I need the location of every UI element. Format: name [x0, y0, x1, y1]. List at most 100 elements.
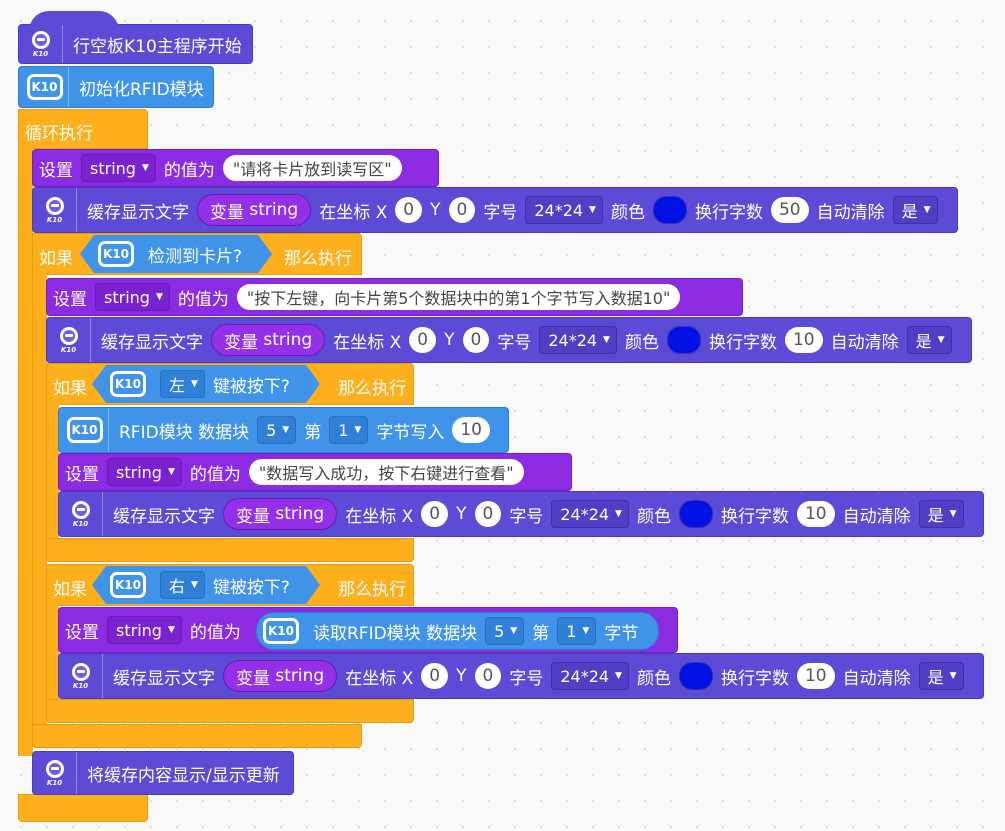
k10-icon: K10 [263, 618, 299, 644]
block-dropdown[interactable]: 5▼ [485, 617, 525, 645]
x-label: 在坐标 X [319, 202, 388, 223]
x-input[interactable]: 0 [421, 501, 449, 527]
cache-text-label: 缓存显示文字 [87, 202, 189, 223]
cache-display-block[interactable]: K10 缓存显示文字 变量 string 在坐标 X 0 Y 0 字号 24*2… [32, 187, 958, 233]
color-swatch[interactable] [678, 662, 713, 690]
set-label: 设置 [65, 622, 99, 643]
refresh-display-block[interactable]: K10 将缓存内容显示/显示更新 [32, 751, 294, 795]
rfid-read-label: 读取RFID模块 数据块 [313, 623, 478, 644]
k10-icon: K10 [61, 408, 109, 452]
set-variable-block[interactable]: 设置 string▼ 的值为 " 请将卡片放到读写区 " [32, 149, 439, 187]
variable-dropdown[interactable]: string▼ [81, 154, 156, 182]
x-input[interactable]: 0 [395, 197, 423, 223]
y-label: Y [444, 330, 455, 350]
set-label: 设置 [53, 289, 87, 310]
if-label: 如果 [39, 249, 73, 269]
auto-clear-dropdown[interactable]: 是▼ [918, 662, 964, 690]
color-label: 颜色 [636, 668, 671, 689]
auto-clear-dropdown[interactable]: 是▼ [918, 500, 964, 528]
color-label: 颜色 [636, 506, 671, 527]
then-label: 那么执行 [338, 580, 406, 600]
cache-text-label: 缓存显示文字 [113, 506, 215, 527]
button-dropdown[interactable]: 右▼ [160, 571, 205, 599]
cache-display-block[interactable]: K10 缓存显示文字 变量 string 在坐标 X 0 Y 0 字号 24*2… [46, 317, 972, 363]
font-dropdown[interactable]: 24*24▼ [551, 662, 629, 690]
k10-icon: K10 [98, 241, 134, 267]
hat-top [29, 11, 119, 31]
color-swatch[interactable] [666, 326, 701, 354]
k10-board-icon: K10 [33, 188, 77, 232]
y-input[interactable]: 0 [474, 663, 502, 689]
start-hat-block[interactable]: K10 行空板K10主程序开始 [18, 11, 253, 64]
init-rfid-block[interactable]: K10 初始化RFID模块 [18, 66, 214, 108]
rfid-write-block[interactable]: K10 RFID模块 数据块 5▼ 第 1▼ 字节写入 10 [58, 407, 509, 453]
color-swatch[interactable] [678, 500, 713, 528]
variable-reporter[interactable]: 变量 string [223, 660, 338, 692]
y-input[interactable]: 0 [462, 327, 490, 353]
y-label: Y [456, 666, 467, 686]
rfid-block-label: RFID模块 数据块 [119, 422, 250, 443]
k10-board-icon: K10 [59, 654, 103, 698]
variable-reporter[interactable]: 变量 string [223, 498, 338, 530]
x-input[interactable]: 0 [421, 663, 449, 689]
byte-dropdown[interactable]: 1▼ [329, 416, 369, 444]
auto-clear-dropdown[interactable]: 是▼ [892, 196, 938, 224]
byte-dropdown[interactable]: 1▼ [557, 617, 597, 645]
font-dropdown[interactable]: 24*24▼ [539, 326, 617, 354]
wrap-input[interactable]: 10 [784, 327, 823, 353]
loop-block[interactable]: 循环执行 [18, 109, 148, 149]
value-of-label: 的值为 [163, 160, 215, 181]
if-right-arm [46, 605, 59, 700]
button-dropdown[interactable]: 左▼ [160, 370, 205, 398]
auto-clear-label: 自动清除 [830, 332, 899, 353]
font-dropdown[interactable]: 24*24▼ [551, 500, 629, 528]
variable-dropdown[interactable]: string▼ [107, 458, 182, 486]
y-input[interactable]: 0 [474, 501, 502, 527]
wrap-input[interactable]: 50 [770, 197, 809, 223]
set-variable-block[interactable]: 设置 string▼ 的值为 " 数据写入成功，按下右键进行查看 " [58, 453, 572, 491]
string-input[interactable]: " 数据写入成功，按下右键进行查看 " [248, 459, 524, 485]
if-label: 如果 [53, 379, 87, 399]
write-value-input[interactable]: 10 [452, 417, 490, 443]
cache-display-block[interactable]: K10 缓存显示文字 变量 string 在坐标 X 0 Y 0 字号 24*2… [58, 653, 984, 699]
start-label: 行空板K10主程序开始 [73, 36, 242, 57]
x-label: 在坐标 X [345, 668, 414, 689]
detect-card-condition[interactable]: K10 检测到卡片? [80, 235, 272, 273]
loop-foot [18, 794, 148, 822]
k10-board-icon: K10 [59, 492, 103, 536]
variable-reporter[interactable]: 变量 string [211, 324, 326, 356]
color-label: 颜色 [624, 332, 659, 353]
string-input[interactable]: " 请将卡片放到读写区 " [222, 155, 402, 181]
byte-label: 字节 [604, 623, 639, 644]
string-input[interactable]: " 按下左键，向卡片第5个数据块中的第1个字节写入数据10 " [236, 284, 681, 310]
then-label: 那么执行 [338, 379, 406, 399]
variable-dropdown[interactable]: string▼ [107, 616, 182, 644]
variable-dropdown[interactable]: string▼ [95, 283, 170, 311]
block-dropdown[interactable]: 5▼ [257, 416, 297, 444]
init-rfid-label: 初始化RFID模块 [79, 79, 204, 100]
font-size-label: 字号 [509, 506, 544, 527]
loop-arm [18, 148, 33, 756]
nth-label: 第 [304, 422, 322, 443]
k10-icon: K10 [110, 371, 146, 397]
y-input[interactable]: 0 [448, 197, 476, 223]
auto-clear-dropdown[interactable]: 是▼ [906, 326, 952, 354]
nth-label: 第 [532, 623, 550, 644]
x-label: 在坐标 X [345, 506, 414, 527]
y-label: Y [456, 504, 467, 524]
variable-reporter[interactable]: 变量 string [197, 194, 312, 226]
cache-text-label: 缓存显示文字 [113, 668, 215, 689]
auto-clear-label: 自动清除 [842, 506, 911, 527]
cache-display-block[interactable]: K10 缓存显示文字 变量 string 在坐标 X 0 Y 0 字号 24*2… [58, 491, 984, 537]
color-swatch[interactable] [652, 196, 687, 224]
font-dropdown[interactable]: 24*24▼ [525, 196, 603, 224]
right-pressed-condition[interactable]: K10 右▼ 键被按下? [92, 566, 320, 604]
rfid-read-reporter[interactable]: K10 读取RFID模块 数据块 5▼ 第 1▼ 字节 [256, 612, 660, 650]
wrap-input[interactable]: 10 [796, 663, 835, 689]
set-variable-block[interactable]: 设置 string▼ 的值为 " 按下左键，向卡片第5个数据块中的第1个字节写入… [46, 278, 743, 316]
x-input[interactable]: 0 [409, 327, 437, 353]
cache-text-label: 缓存显示文字 [101, 332, 203, 353]
wrap-input[interactable]: 10 [796, 501, 835, 527]
font-size-label: 字号 [483, 202, 518, 223]
left-pressed-condition[interactable]: K10 左▼ 键被按下? [92, 365, 320, 403]
